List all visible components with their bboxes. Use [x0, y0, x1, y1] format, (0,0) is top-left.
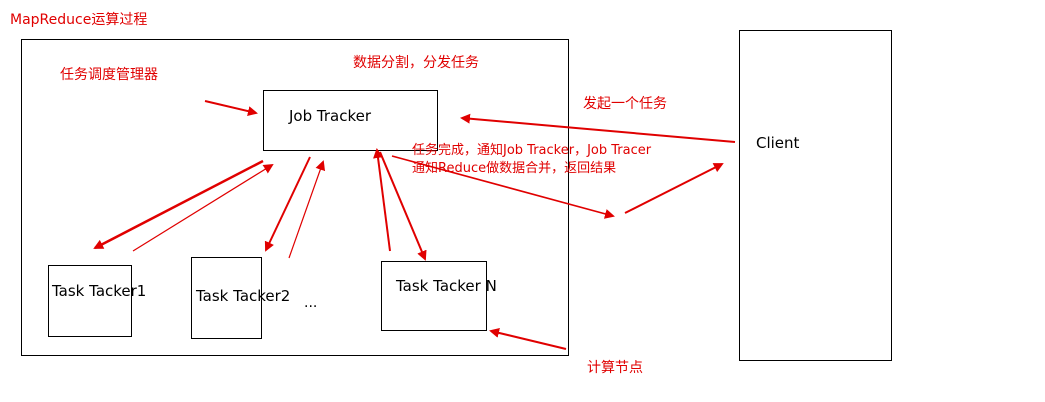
task-tracker-2-box — [191, 257, 262, 339]
task-tracker-1-label: Task Tacker1 — [52, 282, 147, 300]
client-label: Client — [756, 134, 800, 152]
job-tracker-label: Job Tracker — [289, 107, 372, 125]
initiate-label: 发起一个任务 — [583, 96, 667, 112]
client-box — [739, 30, 892, 361]
ellipsis-text: ... — [304, 295, 318, 311]
split-label: 数据分割，分发任务 — [353, 55, 479, 71]
task-tracker-n-label: Task Tacker N — [396, 277, 497, 295]
arrow-result-to-client — [624, 163, 724, 214]
task-tracker-1-box — [48, 265, 132, 337]
task-tracker-2-label: Task Tacker2 — [196, 287, 291, 305]
compute-node-label: 计算节点 — [587, 360, 643, 376]
task-tracker-n-box — [381, 261, 487, 331]
diagram-title: MapReduce运算过程 — [10, 12, 148, 28]
complete-label-line2: 通知Reduce做数据合并，返回结果 — [412, 161, 617, 176]
scheduler-label: 任务调度管理器 — [60, 67, 158, 83]
job-tracker-box — [263, 90, 438, 151]
complete-label-line1: 任务完成，通知Job Tracker，Job Tracer — [412, 143, 652, 158]
